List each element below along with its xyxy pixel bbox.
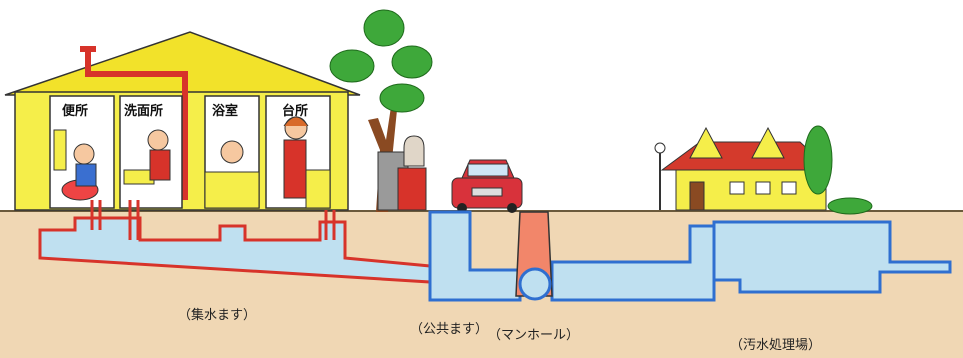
plant-window-1 [729, 181, 745, 195]
child-body [75, 163, 97, 187]
lamp [654, 142, 666, 154]
cook-hair [283, 116, 309, 127]
bather-head [220, 140, 244, 164]
foliage-3 [391, 45, 433, 79]
label-manhole: （マンホール） [488, 328, 580, 343]
drop-kitchen [324, 210, 336, 240]
manhole-chamber [518, 267, 552, 301]
mailbox [403, 135, 425, 167]
room-label-bathroom: 浴室 [212, 104, 239, 119]
tree [329, 9, 433, 212]
plant-shrub [827, 197, 873, 215]
dormer-right [751, 126, 785, 159]
wash-child-head [147, 129, 169, 151]
foliage-4 [379, 83, 425, 113]
car-windshield [467, 163, 509, 177]
kitchen-sink [305, 169, 331, 209]
drop-toilet [90, 200, 102, 230]
foliage-1 [363, 9, 405, 47]
room-label-washroom: 洗面所 [124, 104, 164, 119]
vent-cap [80, 46, 96, 52]
cook-body [283, 139, 307, 199]
label-public-basin: （公共ます） [410, 322, 489, 337]
car-grille [471, 187, 503, 197]
plant-tanks [712, 220, 952, 294]
wash-child-body [149, 149, 171, 181]
plant-window-3 [781, 181, 797, 195]
gate-pillar [397, 167, 427, 211]
car-wheel-right [507, 203, 517, 213]
car [451, 159, 523, 213]
label-treatment-plant: （汚水処理場） [730, 338, 822, 353]
dormer-left [689, 126, 723, 159]
public-sewer-pipes [428, 210, 952, 302]
treatment-plant [654, 125, 873, 215]
bathtub [204, 171, 260, 209]
manhole [515, 211, 553, 301]
gate [377, 135, 427, 211]
child-head [73, 143, 95, 165]
room-label-kitchen: 台所 [282, 104, 309, 119]
foliage-2 [329, 49, 375, 83]
drop-wash [128, 200, 140, 240]
label-collection-basin: （集水ます） [178, 308, 257, 323]
vent-pipe [85, 50, 188, 200]
plant-window-2 [755, 181, 771, 195]
room-label-toilet: 便所 [62, 104, 89, 119]
house [4, 31, 361, 211]
toilet-tank [53, 129, 67, 171]
plant-tree [803, 125, 833, 195]
plant-door [689, 181, 705, 211]
